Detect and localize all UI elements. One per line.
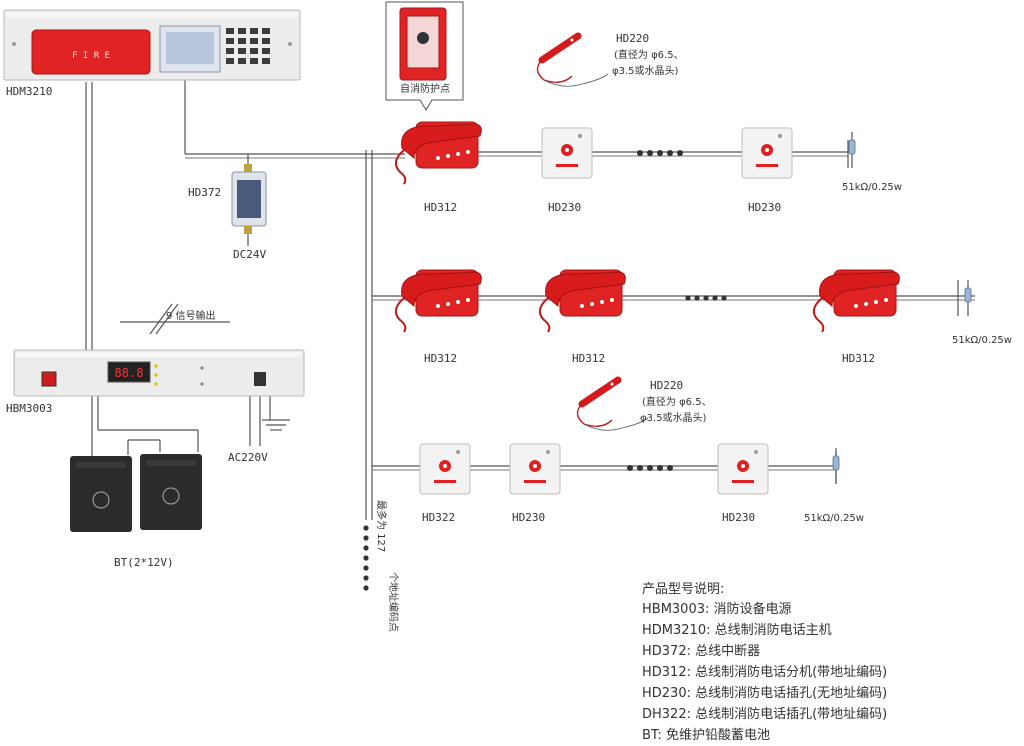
- cabinet-label: 自消防护点: [400, 82, 450, 95]
- row2-phone-3: [812, 269, 901, 333]
- row2-phone-2: [538, 269, 627, 333]
- signal-output-label: 9 信号输出: [166, 309, 216, 322]
- row3-jack-2: [509, 443, 561, 495]
- legend-item: DH322: 总线制消防电话插孔(带地址编码): [642, 706, 887, 722]
- row3-ellipsis: [627, 465, 673, 471]
- row-1: HD312 HD230 HD230 51kΩ/0.25w: [394, 121, 902, 214]
- row1-phone: [394, 121, 483, 185]
- handset-top-model: HD220: [616, 32, 649, 45]
- legend-item: HBM3003: 消防设备电源: [642, 601, 792, 617]
- row3-jack-3-label: HD230: [722, 511, 755, 524]
- row1-phone-label: HD312: [424, 201, 457, 214]
- psu-display: 88.8: [115, 366, 144, 380]
- row1-jack-2: [741, 127, 793, 179]
- row3-jack-2-label: HD230: [512, 511, 545, 524]
- legend-item: HDM3210: 总线制消防电话主机: [642, 622, 832, 638]
- keypad: [226, 28, 270, 64]
- row3-resistor: [832, 447, 840, 485]
- bus-note-2: 个地址编码点: [387, 572, 400, 632]
- host-unit: F I R E HDM3210: [3, 9, 301, 98]
- row1-jack-1-label: HD230: [548, 201, 581, 214]
- legend-title: 产品型号说明:: [642, 582, 724, 597]
- row2-phone-1: [394, 269, 483, 333]
- cabinet-callout: 自消防护点: [385, 1, 464, 111]
- row3-jack-1: [419, 443, 471, 495]
- handset-mid-note-1: (直径为 φ6.5、: [642, 395, 712, 408]
- row3-jack-3: [717, 443, 769, 495]
- row1-ellipsis: [637, 150, 683, 156]
- handset-plug-mid: HD220 (直径为 φ6.5、 φ3.5或水晶头): [577, 379, 712, 430]
- row1-resistor: [848, 131, 856, 169]
- batteries: BT(2*12V): [70, 454, 202, 569]
- handset-top-note-1: (直径为 φ6.5、: [614, 48, 684, 61]
- row2-phone-3-label: HD312: [842, 352, 875, 365]
- isolator: HD372 DC24V: [188, 164, 267, 261]
- psu-label: HBM3003: [6, 402, 52, 415]
- handset-plug-top: HD220 (直径为 φ6.5、 φ3.5或水晶头): [537, 32, 684, 86]
- row3-jack-1-label: HD322: [422, 511, 455, 524]
- host-label: HDM3210: [6, 85, 52, 98]
- battery-label: BT(2*12V): [114, 556, 174, 569]
- row2-resistor-label: 51kΩ/0.25w: [952, 335, 1012, 346]
- row2-resistor: [964, 279, 972, 317]
- bus-expansion: 最多为 127 个地址编码点: [363, 500, 400, 632]
- row1-jack-2-label: HD230: [748, 201, 781, 214]
- row1-jack-1: [541, 127, 593, 179]
- ac-label: AC220V: [228, 451, 268, 464]
- legend-item: HD230: 总线制消防电话插孔(无地址编码): [642, 685, 887, 701]
- row3-resistor-label: 51kΩ/0.25w: [804, 513, 864, 524]
- power-supply: 9 信号输出 88.8 HBM3003 AC220V: [6, 309, 305, 464]
- legend: 产品型号说明: HBM3003: 消防设备电源 HDM3210: 总线制消防电话…: [642, 582, 887, 743]
- legend-item: BT: 免维护铅酸蓄电池: [642, 728, 770, 743]
- handset-mid-model: HD220: [650, 379, 683, 392]
- isolator-dc-label: DC24V: [233, 248, 266, 261]
- handset-mid-note-2: φ3.5或水晶头): [640, 412, 706, 424]
- legend-item: HD312: 总线制消防电话分机(带地址编码): [642, 664, 887, 680]
- row2-phone-1-label: HD312: [424, 352, 457, 365]
- isolator-label: HD372: [188, 186, 221, 199]
- row-3: HD322 HD230 HD230 51kΩ/0.25w: [419, 443, 864, 524]
- row1-resistor-label: 51kΩ/0.25w: [842, 182, 902, 193]
- row-2: HD312 HD312 HD312 51kΩ/0.25w: [394, 269, 1012, 365]
- row2-phone-2-label: HD312: [572, 352, 605, 365]
- legend-item: HD372: 总线中断器: [642, 644, 760, 659]
- bus-note-1: 最多为 127: [375, 500, 388, 552]
- row2-ellipsis: [685, 295, 727, 301]
- handset-top-note-2: φ3.5或水晶头): [612, 65, 678, 77]
- host-brand-text: F I R E: [72, 51, 110, 61]
